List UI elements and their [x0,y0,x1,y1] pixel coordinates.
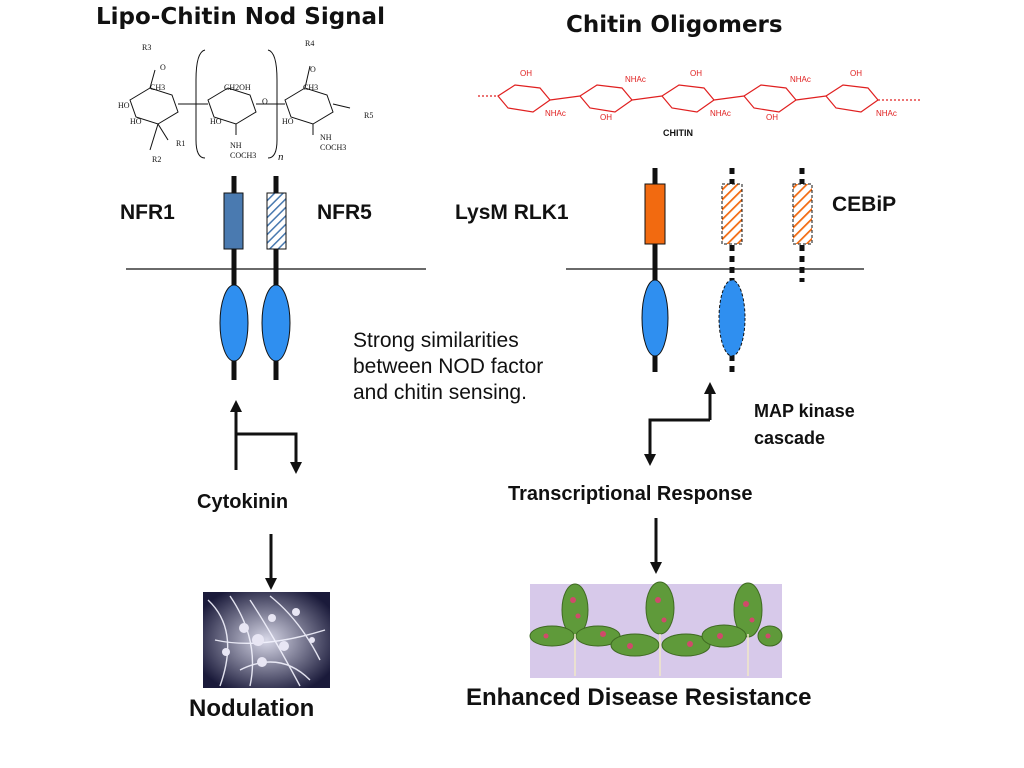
chitin-nhac-4: NHAc [790,75,811,84]
chem-r1: R1 [176,139,185,148]
cebip-receptor [792,168,813,282]
chem-o2: O [262,97,268,106]
chem-r5: R5 [364,111,373,120]
nfr1-label: NFR1 [120,201,175,224]
chem-ch2oh: CH2OH [224,83,251,92]
chitin-oh-5: OH [850,69,862,78]
map-kinase-line-1: MAP kinase [754,401,855,421]
chem-r4: R4 [305,39,314,48]
chem-nh-2: NH [320,133,332,142]
chem-ch3-1: CH3 [150,83,165,92]
note-line-3: and chitin sensing. [353,381,527,404]
nfr1-receptor [219,176,249,380]
chem-coch3-2: COCH3 [320,143,346,152]
chem-o3: O [310,65,316,74]
transcriptional-response-label: Transcriptional Response [508,483,753,505]
lysm-rlk1-receptor [641,168,669,372]
map-kinase-label: MAP kinase cascade [754,398,855,452]
map-kinase-line-2: cascade [754,428,826,448]
infected-leaves-image [529,581,783,678]
right-signal-arrow [644,382,716,466]
disease-resistance-label: Enhanced Disease Resistance [466,684,812,711]
cytokinin-to-nodulation-arrow [265,534,277,590]
chem-ho-3: HO [210,117,222,126]
cytokinin-label: Cytokinin [197,491,289,513]
nfr5-label: NFR5 [317,201,372,224]
chem-ch3-2: CH3 [303,83,318,92]
cebip-label: CEBiP [832,193,897,216]
lysm-partner-receptor [718,168,746,372]
chem-n: n [278,151,284,163]
nodulation-image [203,592,330,688]
nod-signal-title: Lipo-Chitin Nod Signal [96,4,385,30]
chitin-oh-4: OH [766,113,778,122]
lipo-chitin-labels: R3 O CH3 HO HO R1 R2 CH2OH HO NH COCH3 O… [118,39,373,164]
chem-r2: R2 [152,155,161,164]
chem-ho-1: HO [118,101,130,110]
chem-nh-1: NH [230,141,242,150]
chitin-nhac-3: NHAc [710,109,731,118]
chitin-nhac-2: NHAc [625,75,646,84]
chem-ho-2: HO [130,117,142,126]
chitin-caption: CHITIN [663,128,693,138]
chem-ho-4: HO [282,117,294,126]
lipo-chitin-structure [129,49,351,159]
chem-r3: R3 [142,43,151,52]
nodulation-label: Nodulation [189,695,315,722]
nfr5-receptor [261,176,291,380]
chitin-oh-1: OH [520,69,532,78]
similarity-note: Strong similarities between NOD factor a… [353,328,593,406]
chem-o1: O [160,63,166,72]
chitin-labels: OH NHAc NHAc OH OH NHAc NHAc OH OH NHAc … [520,69,897,138]
left-signal-arrow [230,400,302,474]
chitin-nhac-5: NHAc [876,109,897,118]
transcription-to-resistance-arrow [650,518,662,574]
chitin-oligomers-title: Chitin Oligomers [566,12,783,38]
note-line-2: between NOD factor [353,355,544,378]
lysm-rlk1-label: LysM RLK1 [455,201,569,224]
chitin-nhac-1: NHAc [545,109,566,118]
chitin-oh-3: OH [690,69,702,78]
chitin-oh-2: OH [600,113,612,122]
note-line-1: Strong similarities [353,329,519,352]
chitin-chain-structure [478,84,920,113]
chem-coch3-1: COCH3 [230,151,256,160]
